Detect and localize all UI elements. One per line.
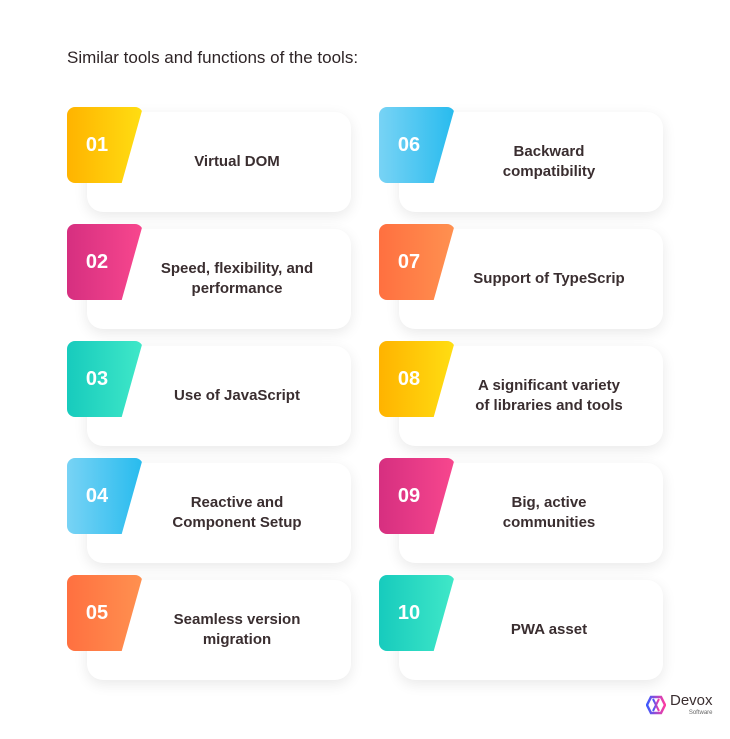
- item-label: Big, active communities: [502, 494, 596, 531]
- item-number: 09: [397, 485, 421, 507]
- item-label: Reactive and Component Setup: [172, 494, 302, 531]
- item-number: 04: [85, 485, 109, 507]
- item-label: Speed, flexibility, and performance: [160, 260, 314, 297]
- item-number: 08: [397, 368, 421, 390]
- item-number: 07: [397, 251, 421, 273]
- devox-logo: Devox Software: [646, 692, 713, 717]
- page-title: Similar tools and functions of the tools…: [67, 48, 359, 67]
- devox-logo-icon: [646, 695, 666, 714]
- item-number: 10: [397, 602, 421, 624]
- item-label: Seamless version migration: [173, 611, 301, 648]
- logo-sub: Software: [688, 710, 713, 716]
- item-number: 05: [85, 602, 109, 624]
- item-label: Use of JavaScript: [174, 387, 300, 404]
- item-number: 02: [85, 251, 109, 273]
- item-label: Support of TypeScrip: [473, 270, 625, 287]
- item-label: PWA asset: [510, 621, 588, 638]
- item-label: Backward compatibility: [502, 143, 596, 180]
- logo-words: Devox Software: [670, 692, 713, 717]
- item-number: 06: [397, 134, 421, 156]
- item-number: 01: [85, 134, 109, 156]
- item-label: Virtual DOM: [194, 153, 280, 170]
- item-label: A significant variety of libraries and t…: [475, 377, 623, 414]
- item-number-badge: 06: [379, 107, 455, 183]
- item-number: 03: [85, 368, 109, 390]
- logo-name: Devox: [670, 692, 713, 709]
